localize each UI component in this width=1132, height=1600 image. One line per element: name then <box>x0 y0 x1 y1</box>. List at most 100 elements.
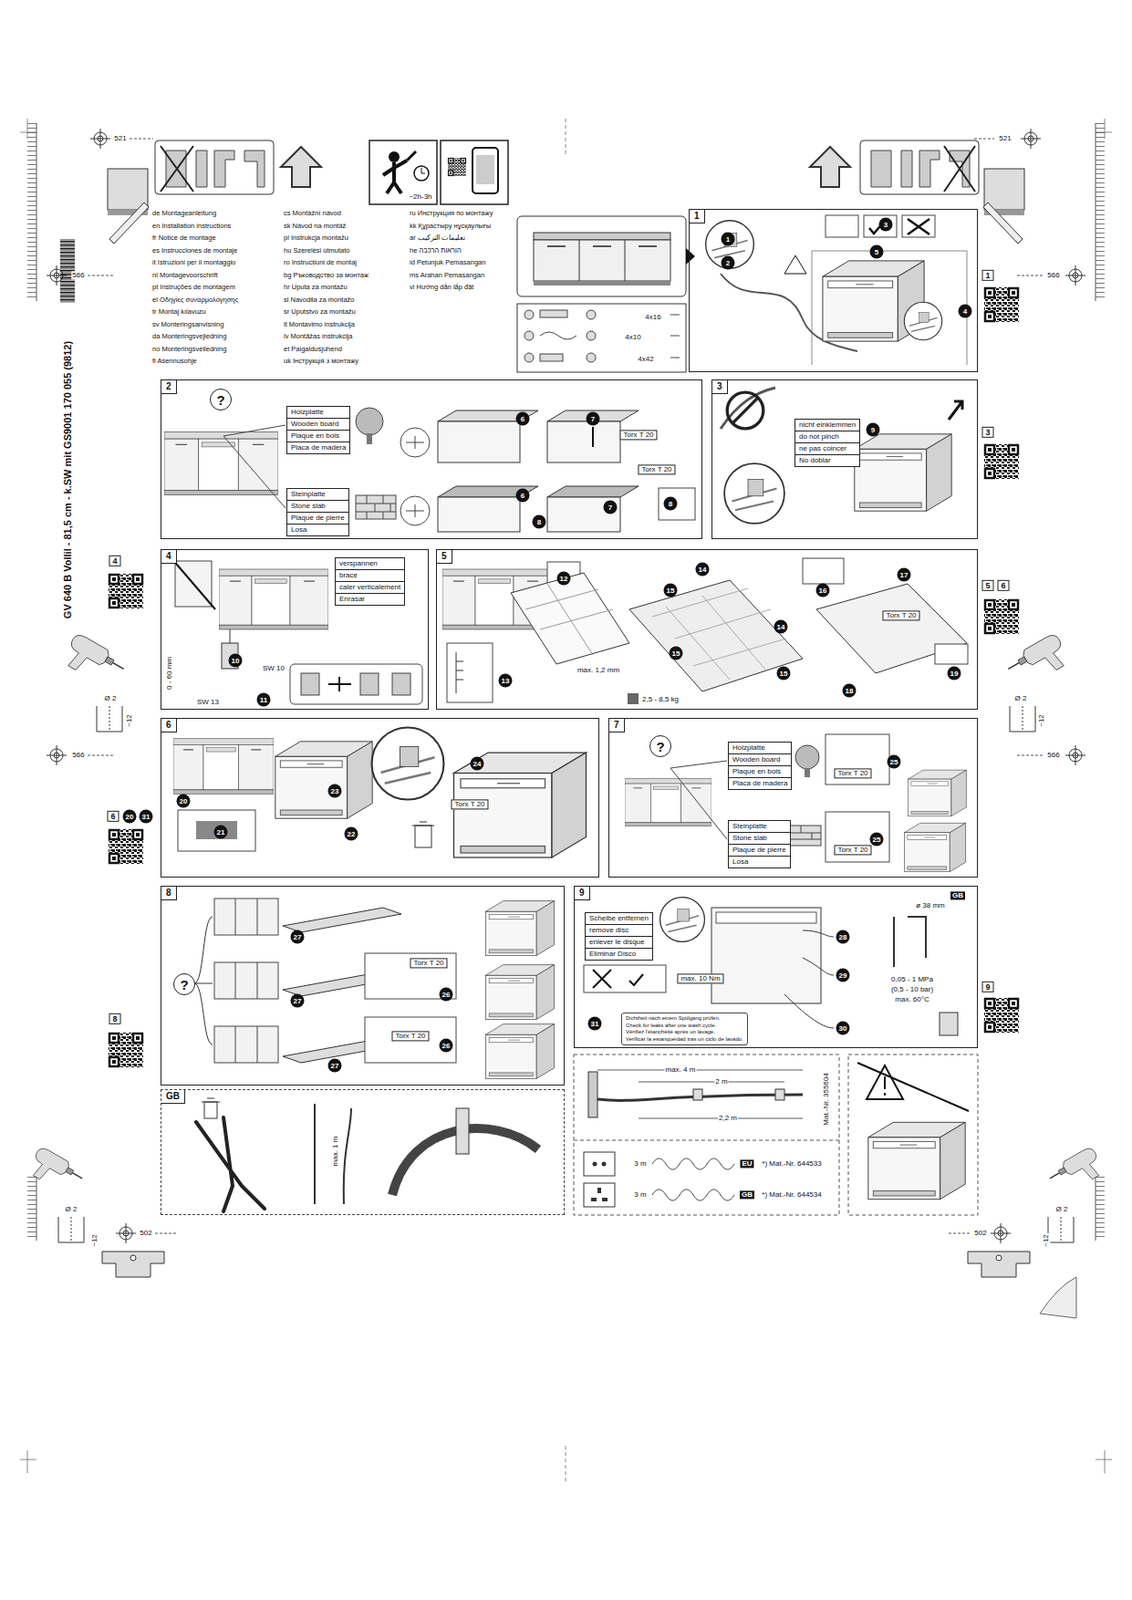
callout-number: 2 <box>721 256 736 271</box>
accessory-box <box>591 1197 597 1202</box>
callout-number: 31 <box>139 810 154 824</box>
callout-number: 14 <box>695 562 710 577</box>
dimension-label: max. 60°C <box>893 995 930 1004</box>
step-5-drawing <box>627 693 639 705</box>
step-8-drawing <box>194 916 213 1045</box>
language-line: sr Uputstvo za montažu <box>282 308 357 317</box>
language-line: kk Құрастыру нұсқаулығы <box>408 222 492 231</box>
dimension-label: ~2h-3h <box>407 192 433 201</box>
box-text: No doblar <box>795 455 860 467</box>
dimension-label: ~12 <box>1037 713 1046 728</box>
note-box: Dichtheit nach einem Spülgang prüfen.Che… <box>621 1012 748 1046</box>
callout-number: 7 <box>586 412 601 426</box>
label-box: verspannenbracecaler verticalementEnrasa… <box>334 557 406 606</box>
parts-list <box>670 314 680 358</box>
wall-cabinet-icon <box>983 202 1023 244</box>
callout-number: 9 <box>866 423 881 437</box>
language-line: sk Návod na montáž <box>282 222 347 231</box>
drill-icon <box>1048 1216 1074 1243</box>
drill-icon <box>1004 632 1072 732</box>
ruler <box>1095 1176 1097 1241</box>
step-1-drawing <box>706 215 967 365</box>
warning-box <box>857 1062 969 1112</box>
drill-icon <box>109 706 111 732</box>
callout-number: 24 <box>470 757 485 771</box>
box-text: ne pas coincer <box>795 443 860 456</box>
front-panel-icons <box>155 140 274 195</box>
front-panel-icons <box>166 150 265 187</box>
language-line: nl Montagevoorschrift <box>151 271 219 281</box>
step-8-drawing <box>364 1017 457 1063</box>
front-panel-icons <box>160 145 194 192</box>
step-panel: 4verspannenbracecaler verticalementEnras… <box>160 549 429 710</box>
step-2-drawing <box>400 496 430 526</box>
language-line: id Petunjuk Pemasangan <box>408 259 487 268</box>
question-mark: ? <box>216 392 225 408</box>
callout-number: 20 <box>176 794 191 809</box>
drill-icon <box>130 1255 136 1261</box>
dimension-label: Ø 2 <box>1014 694 1029 703</box>
region-tag: GB <box>739 1190 755 1199</box>
question-mark: ? <box>655 738 665 755</box>
step-4-drawing <box>171 558 423 705</box>
note-panel: GB <box>160 1089 565 1216</box>
callout-number: 5 <box>870 245 884 260</box>
accessory-box <box>573 1054 840 1216</box>
registration-mark <box>115 1223 136 1244</box>
ruler <box>27 1176 37 1241</box>
registration-mark <box>990 1223 1011 1244</box>
qr-code <box>106 285 1021 1070</box>
label-box: SteinplatteStone slabPlaque de pierreLos… <box>286 488 350 537</box>
box-text: Steinplatte <box>287 488 349 501</box>
step-1-drawing <box>811 250 967 365</box>
qr-tag: 9 <box>981 981 994 993</box>
box-text: Steinplatte <box>728 820 790 833</box>
tool-label: Torx T 20 <box>833 844 872 855</box>
accessory-box <box>652 1158 735 1170</box>
callout-number: 23 <box>328 784 343 799</box>
dimension-label: 566 <box>1046 750 1060 759</box>
wall-cabinet-icon <box>984 168 1025 210</box>
box-text: Stone slab <box>287 500 349 513</box>
callout-number: 27 <box>328 1059 343 1073</box>
kitchen-icon <box>547 245 657 248</box>
box-text: nicht einklemmen <box>795 419 860 432</box>
service-icons <box>369 140 509 205</box>
drill-icon <box>1060 1216 1062 1243</box>
callout-number: 1 <box>721 232 736 247</box>
registration-mark <box>1065 745 1086 766</box>
callout-number: 22 <box>344 827 359 842</box>
step-5-drawing <box>934 643 968 665</box>
warning-box <box>866 1065 904 1100</box>
step-5-drawing <box>456 652 464 694</box>
step-6-drawing <box>173 727 587 858</box>
dimension-label: 502 <box>973 1228 987 1237</box>
step-2-drawing <box>547 486 639 498</box>
callout-number: 17 <box>897 568 912 582</box>
parts-list <box>524 331 534 341</box>
step-2-drawing <box>405 436 425 449</box>
tool-label: Torx T 20 <box>391 1030 429 1041</box>
step-3-drawing <box>724 463 785 524</box>
step-8-drawing <box>214 1026 279 1063</box>
step-8-drawing <box>485 1024 554 1080</box>
callout-number: 6 <box>516 412 530 426</box>
step-9-drawing <box>716 912 817 924</box>
step-2-drawing <box>366 433 373 445</box>
box-text: Check for leaks after one wash cycle. <box>625 1022 744 1030</box>
callout-number: 25 <box>887 755 902 769</box>
box-text: Losa <box>287 524 349 536</box>
step-2-drawing <box>355 495 396 520</box>
box-text: Wooden board <box>728 754 791 767</box>
qr-code <box>982 996 1021 1035</box>
service-icons <box>369 140 437 205</box>
language-line: he הוראות הרכבה <box>408 247 463 256</box>
dimension-label: max. 1,2 mm <box>576 665 621 675</box>
step-2-drawing <box>437 497 520 532</box>
parts-list <box>524 310 534 320</box>
drill-icon <box>71 1216 73 1243</box>
accessory-box <box>592 1162 598 1167</box>
language-line: lt Montavimo instrukcija <box>282 321 356 330</box>
service-icons <box>476 155 495 185</box>
hose-disposal-drawing <box>456 1108 469 1154</box>
